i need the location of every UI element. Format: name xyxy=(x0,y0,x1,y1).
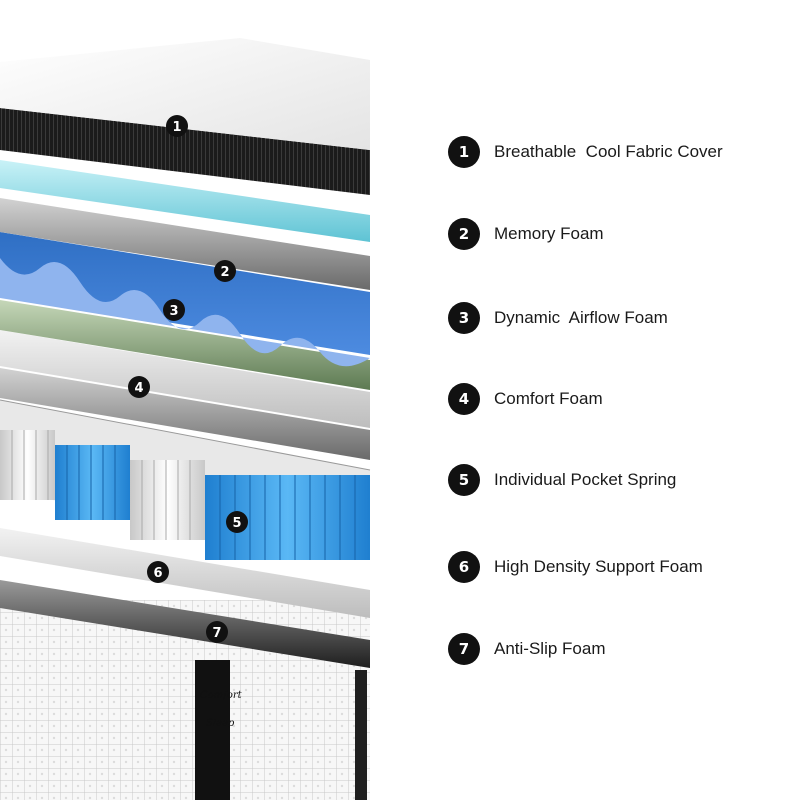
legend-label-5: Individual Pocket Spring xyxy=(494,470,677,489)
layer-pocket-springs xyxy=(0,399,371,560)
svg-text:4: 4 xyxy=(134,381,143,396)
layer-marker-2: 2 xyxy=(214,260,236,282)
layer-spring-top-sheet xyxy=(0,368,370,460)
layer-memory-foam xyxy=(0,198,370,290)
layer-marker-1: 1 xyxy=(166,115,188,137)
legend-item-2: 2 Memory Foam xyxy=(448,217,604,251)
svg-text:6: 6 xyxy=(153,566,162,581)
layer-marker-3: 3 xyxy=(163,299,185,321)
layer-legend: 1 Breathable Cool Fabric Cover 2 Memory … xyxy=(448,0,788,800)
legend-number-5: 5 xyxy=(448,464,480,496)
legend-label-3: Dynamic Airflow Foam xyxy=(494,308,668,327)
mattress-illustration: Comfort Sleep xyxy=(0,38,371,800)
layer-marker-4: 4 xyxy=(128,376,150,398)
legend-item-7: 7 Anti-Slip Foam xyxy=(448,632,605,666)
legend-label-1: Breathable Cool Fabric Cover xyxy=(494,142,723,161)
layer-marker-6: 6 xyxy=(147,561,169,583)
layer-anti-slip-foam xyxy=(0,580,370,668)
legend-item-3: 3 Dynamic Airflow Foam xyxy=(448,301,668,335)
layer-green-foam xyxy=(0,300,370,390)
legend-number-7: 7 xyxy=(448,633,480,665)
svg-text:2: 2 xyxy=(220,265,229,280)
svg-text:5: 5 xyxy=(232,516,241,531)
layer-marker-7: 7 xyxy=(206,621,228,643)
brand-label-line2: Sleep xyxy=(206,718,235,729)
legend-label-7: Anti-Slip Foam xyxy=(494,639,606,658)
svg-text:3: 3 xyxy=(169,304,178,319)
legend-label-4: Comfort Foam xyxy=(494,389,603,408)
layer-airflow-foam xyxy=(0,232,370,367)
legend-number-3: 3 xyxy=(448,302,480,334)
legend-number-4: 4 xyxy=(448,383,480,415)
layer-fabric-cover xyxy=(0,38,370,195)
legend-number-1: 1 xyxy=(448,136,480,168)
legend-number-6: 6 xyxy=(448,551,480,583)
brand-label-line1: Comfort xyxy=(200,690,243,701)
legend-item-5: 5 Individual Pocket Spring xyxy=(448,463,676,497)
layer-support-foam xyxy=(0,528,370,618)
legend-number-2: 2 xyxy=(448,218,480,250)
legend-label-2: Memory Foam xyxy=(494,224,604,243)
layer-marker-5: 5 xyxy=(226,511,248,533)
legend-item-6: 6 High Density Support Foam xyxy=(448,550,703,584)
legend-item-1: 1 Breathable Cool Fabric Cover xyxy=(448,135,723,169)
layer-cool-gel xyxy=(0,160,370,242)
svg-text:1: 1 xyxy=(172,120,181,135)
legend-item-4: 4 Comfort Foam xyxy=(448,382,603,416)
layer-comfort-foam xyxy=(0,330,370,428)
legend-label-6: High Density Support Foam xyxy=(494,557,703,576)
svg-text:7: 7 xyxy=(212,626,221,641)
